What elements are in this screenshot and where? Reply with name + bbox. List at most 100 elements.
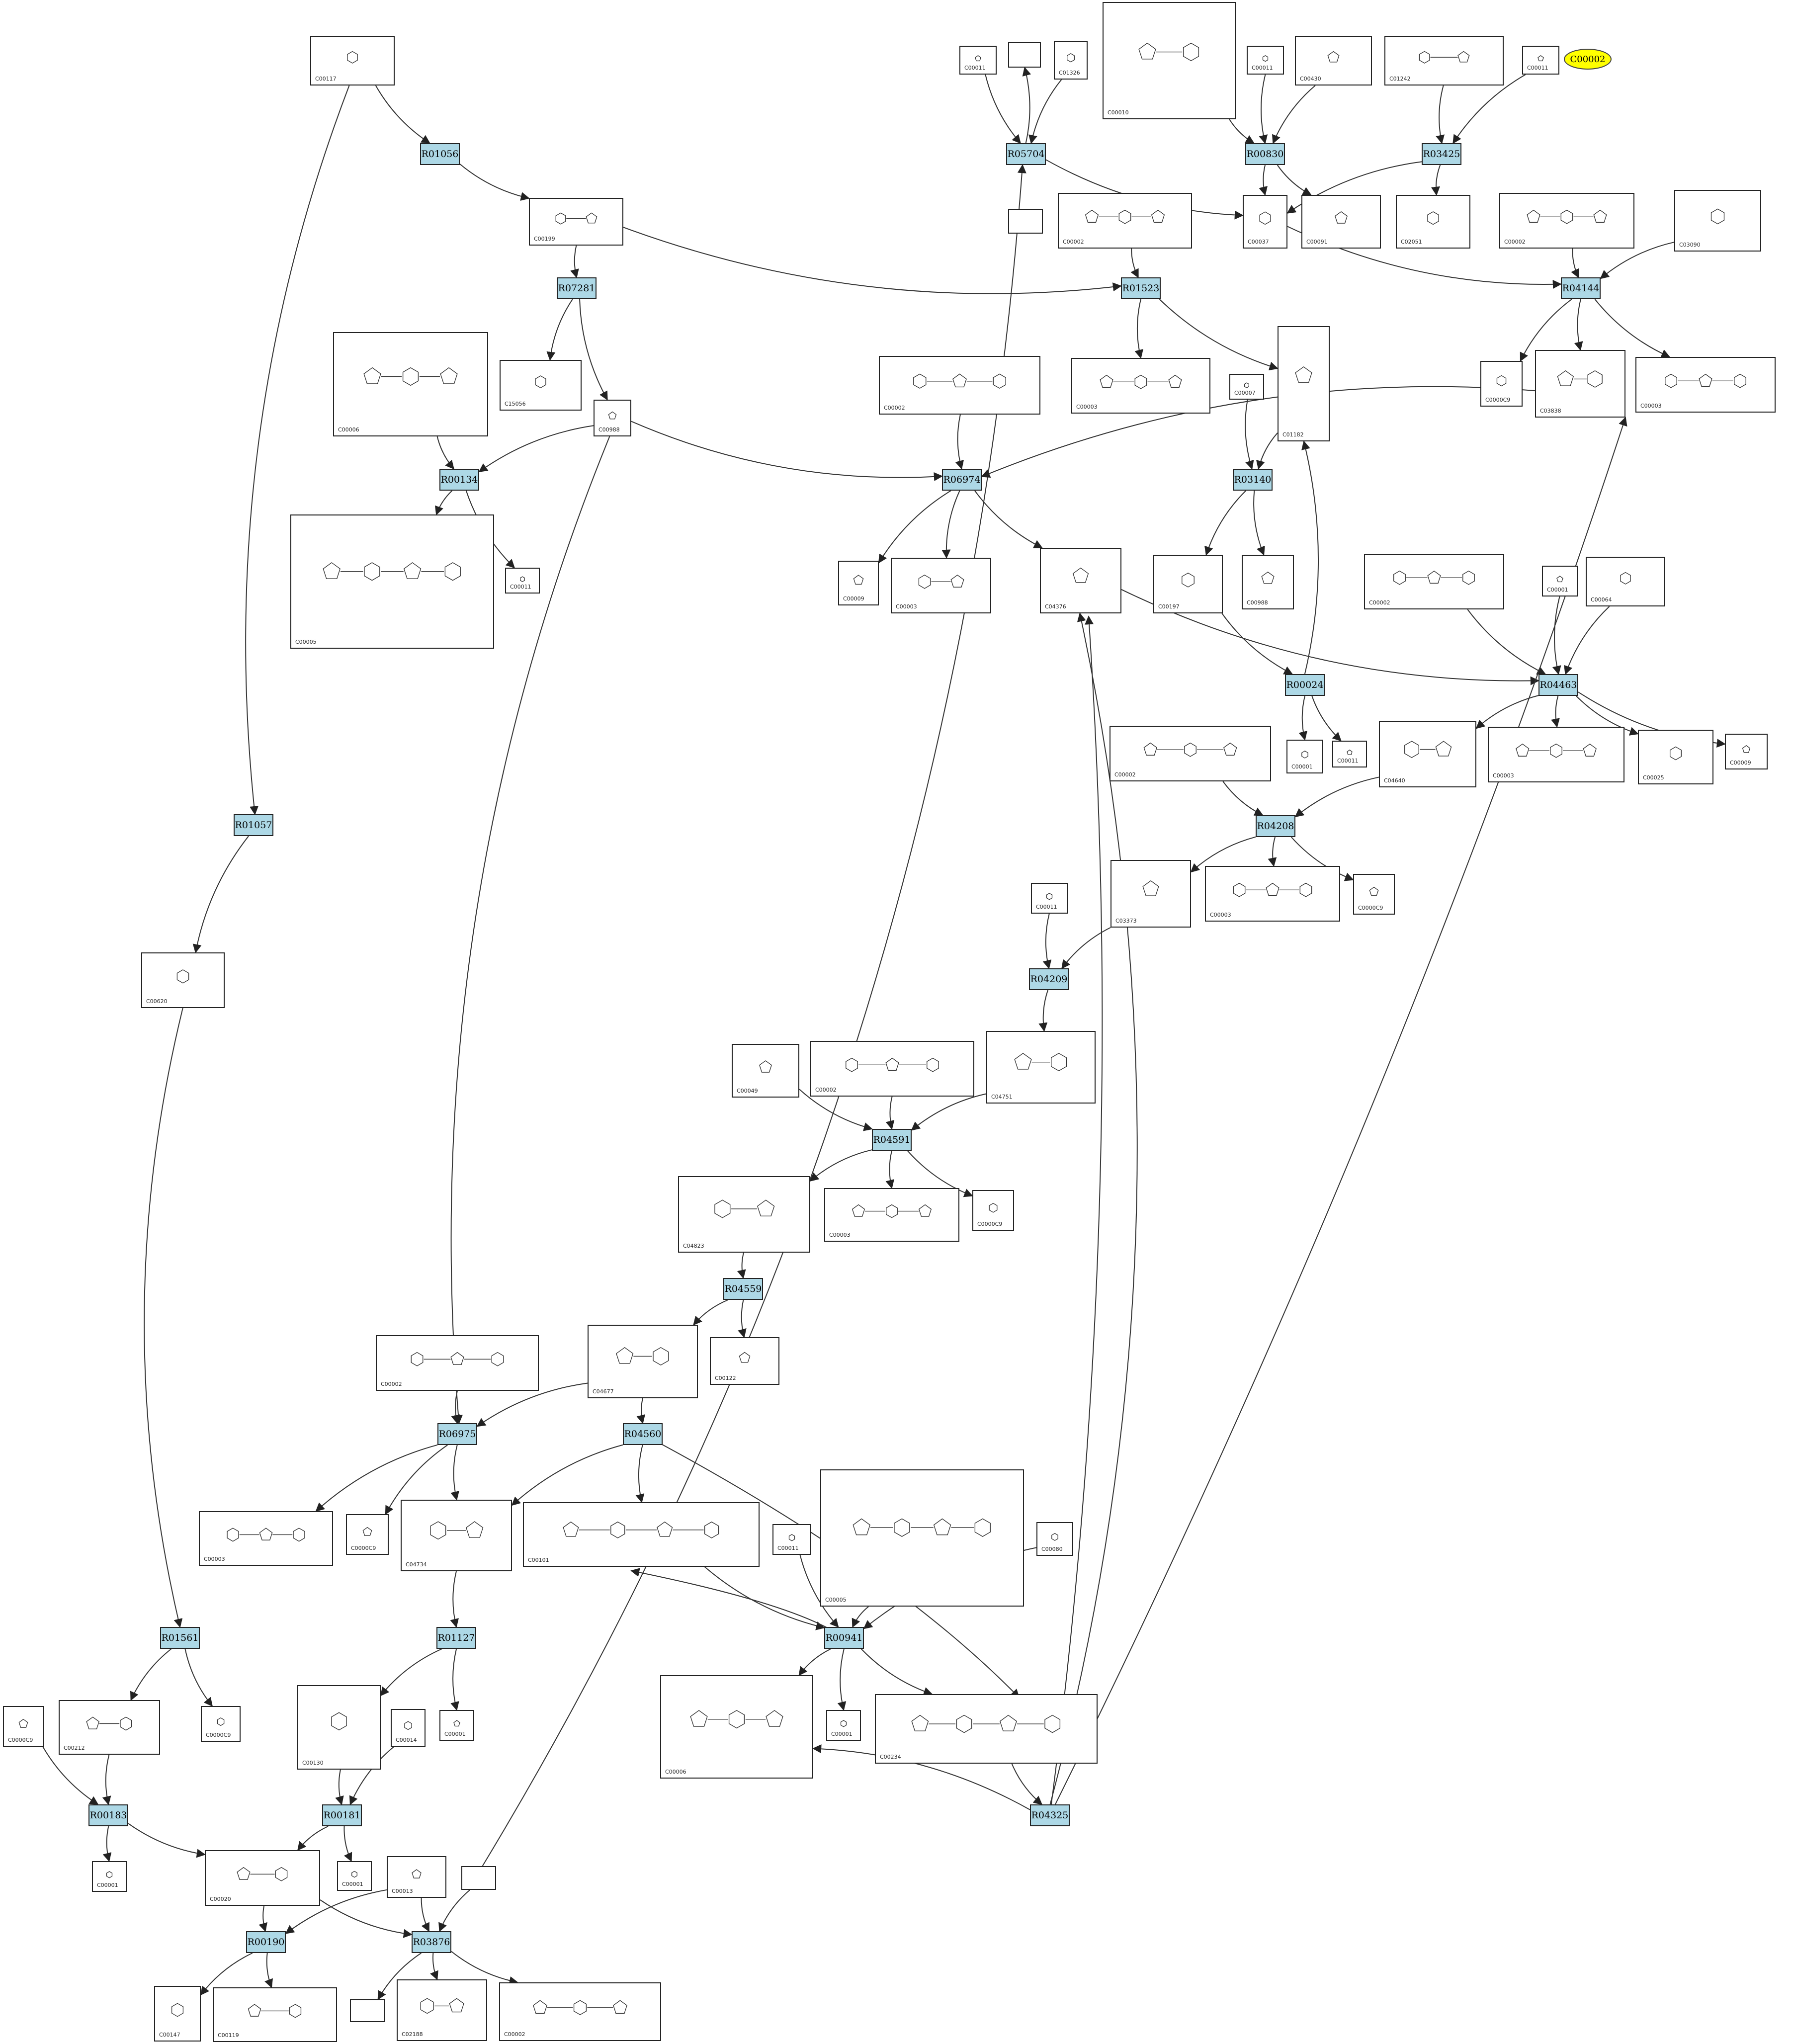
- compound-node[interactable]: C0000C9: [1480, 361, 1523, 407]
- compound-node[interactable]: C00064: [1586, 557, 1665, 606]
- compound-node[interactable]: C00003: [1071, 358, 1210, 414]
- compound-node[interactable]: C00101: [523, 1502, 760, 1567]
- compound-node[interactable]: C00009: [1725, 734, 1768, 769]
- compound-node[interactable]: C0000C9: [972, 1190, 1014, 1231]
- reaction-node[interactable]: R04559: [723, 1278, 763, 1300]
- compound-node[interactable]: C00002: [1110, 726, 1271, 781]
- compound-node[interactable]: C00006: [333, 332, 488, 436]
- compound-node[interactable]: [1008, 42, 1041, 68]
- compound-node[interactable]: C00002: [376, 1335, 539, 1391]
- compound-node[interactable]: C00011: [1522, 46, 1559, 75]
- reaction-node[interactable]: R06975: [437, 1423, 477, 1445]
- reaction-node[interactable]: R00134: [439, 469, 479, 491]
- reaction-node[interactable]: R04208: [1256, 815, 1295, 837]
- reaction-node[interactable]: R04463: [1538, 674, 1578, 696]
- compound-node[interactable]: C04751: [986, 1031, 1096, 1104]
- compound-node[interactable]: C15056: [500, 360, 582, 411]
- compound-node[interactable]: C02188: [397, 1979, 487, 2041]
- compound-node[interactable]: C00119: [213, 1987, 337, 2042]
- compound-node[interactable]: C00147: [154, 1986, 201, 2042]
- reaction-node[interactable]: R03425: [1422, 143, 1461, 165]
- compound-node[interactable]: C00001: [92, 1861, 127, 1892]
- compound-node[interactable]: C00011: [959, 46, 997, 75]
- reaction-node[interactable]: R00024: [1285, 674, 1325, 696]
- compound-node[interactable]: C00003: [891, 558, 991, 613]
- compound-node[interactable]: C03838: [1535, 350, 1625, 418]
- compound-node[interactable]: C00002: [1499, 193, 1634, 249]
- compound-node[interactable]: C00117: [310, 36, 395, 85]
- compound-node[interactable]: C00002: [879, 356, 1040, 415]
- compound-node[interactable]: C00007: [1229, 374, 1264, 400]
- compound-node[interactable]: [350, 1999, 385, 2022]
- reaction-node[interactable]: R00190: [246, 1931, 286, 1953]
- reaction-node[interactable]: R03876: [412, 1931, 451, 1953]
- compound-node[interactable]: C00002: [499, 1982, 661, 2041]
- compound-node[interactable]: C00020: [205, 1850, 320, 1906]
- compound-node[interactable]: C00001: [826, 1710, 861, 1741]
- reaction-node[interactable]: R06974: [942, 469, 982, 491]
- compound-node[interactable]: C03373: [1110, 860, 1191, 928]
- compound-node[interactable]: C00011: [1031, 883, 1068, 914]
- reaction-node[interactable]: R00941: [824, 1627, 864, 1649]
- compound-node[interactable]: C00212: [59, 1700, 160, 1755]
- compound-node[interactable]: C00009: [838, 561, 879, 605]
- compound-node[interactable]: C00080: [1036, 1522, 1073, 1556]
- compound-node[interactable]: C00002: [1058, 193, 1192, 249]
- compound-node[interactable]: C01242: [1384, 36, 1504, 85]
- compound-node[interactable]: C00037: [1243, 195, 1287, 249]
- compound-node[interactable]: C00006: [660, 1675, 813, 1779]
- compound-node[interactable]: C00001: [1286, 740, 1323, 773]
- compound-node[interactable]: C02051: [1396, 195, 1470, 249]
- compound-node[interactable]: C00430: [1295, 36, 1372, 85]
- reaction-node[interactable]: R04209: [1029, 968, 1069, 990]
- compound-node[interactable]: C00620: [141, 952, 225, 1008]
- reaction-node[interactable]: R04144: [1561, 277, 1601, 299]
- highlighted-compound[interactable]: C00002: [1564, 49, 1612, 70]
- compound-node[interactable]: C0000C9: [3, 1706, 44, 1747]
- reaction-node[interactable]: R01523: [1121, 277, 1161, 299]
- compound-node[interactable]: C00122: [710, 1337, 779, 1385]
- compound-node[interactable]: C00001: [439, 1710, 474, 1741]
- compound-node[interactable]: C00003: [199, 1511, 333, 1566]
- compound-node[interactable]: C00011: [772, 1524, 811, 1555]
- compound-node[interactable]: C00002: [810, 1041, 974, 1097]
- reaction-node[interactable]: R01561: [160, 1627, 200, 1649]
- compound-node[interactable]: C00013: [387, 1856, 446, 1898]
- reaction-node[interactable]: R01056: [420, 143, 460, 165]
- compound-node[interactable]: C04677: [588, 1325, 698, 1398]
- compound-node[interactable]: C03090: [1674, 190, 1761, 252]
- compound-node[interactable]: C00091: [1301, 195, 1381, 249]
- compound-node[interactable]: C00130: [297, 1685, 381, 1770]
- compound-node[interactable]: C0000C9: [1353, 874, 1395, 915]
- compound-node[interactable]: C00011: [1332, 741, 1367, 767]
- compound-node[interactable]: C00005: [290, 514, 494, 649]
- compound-node[interactable]: C00005: [820, 1469, 1024, 1607]
- compound-node[interactable]: C00234: [875, 1694, 1098, 1764]
- compound-node[interactable]: C00988: [1242, 555, 1294, 609]
- compound-node[interactable]: C00197: [1153, 555, 1223, 613]
- compound-node[interactable]: C04734: [401, 1500, 512, 1571]
- compound-node[interactable]: C0000C9: [201, 1706, 241, 1742]
- compound-node[interactable]: C00003: [1635, 357, 1776, 413]
- reaction-node[interactable]: R00181: [322, 1804, 362, 1826]
- compound-node[interactable]: C01326: [1054, 41, 1088, 80]
- compound-node[interactable]: C04376: [1040, 548, 1121, 613]
- compound-node[interactable]: C0000C9: [346, 1514, 389, 1555]
- compound-node[interactable]: C00199: [529, 198, 623, 246]
- compound-node[interactable]: C04640: [1379, 721, 1476, 787]
- reaction-node[interactable]: R01057: [234, 814, 273, 836]
- compound-node[interactable]: C00049: [732, 1044, 799, 1098]
- reaction-node[interactable]: R04591: [872, 1129, 912, 1151]
- compound-node[interactable]: C00010: [1103, 2, 1236, 119]
- reaction-node[interactable]: R00183: [88, 1804, 128, 1826]
- reaction-node[interactable]: R01127: [436, 1627, 476, 1649]
- reaction-node[interactable]: R03140: [1233, 469, 1273, 491]
- compound-node[interactable]: C01182: [1278, 326, 1330, 441]
- compound-node[interactable]: C00025: [1638, 730, 1713, 784]
- compound-node[interactable]: C00988: [594, 400, 631, 436]
- compound-node[interactable]: C00002: [1364, 554, 1504, 609]
- compound-node[interactable]: C00011: [505, 568, 540, 594]
- compound-node[interactable]: [461, 1866, 496, 1890]
- compound-node[interactable]: C00003: [1488, 727, 1624, 782]
- reaction-node[interactable]: R04560: [623, 1423, 663, 1445]
